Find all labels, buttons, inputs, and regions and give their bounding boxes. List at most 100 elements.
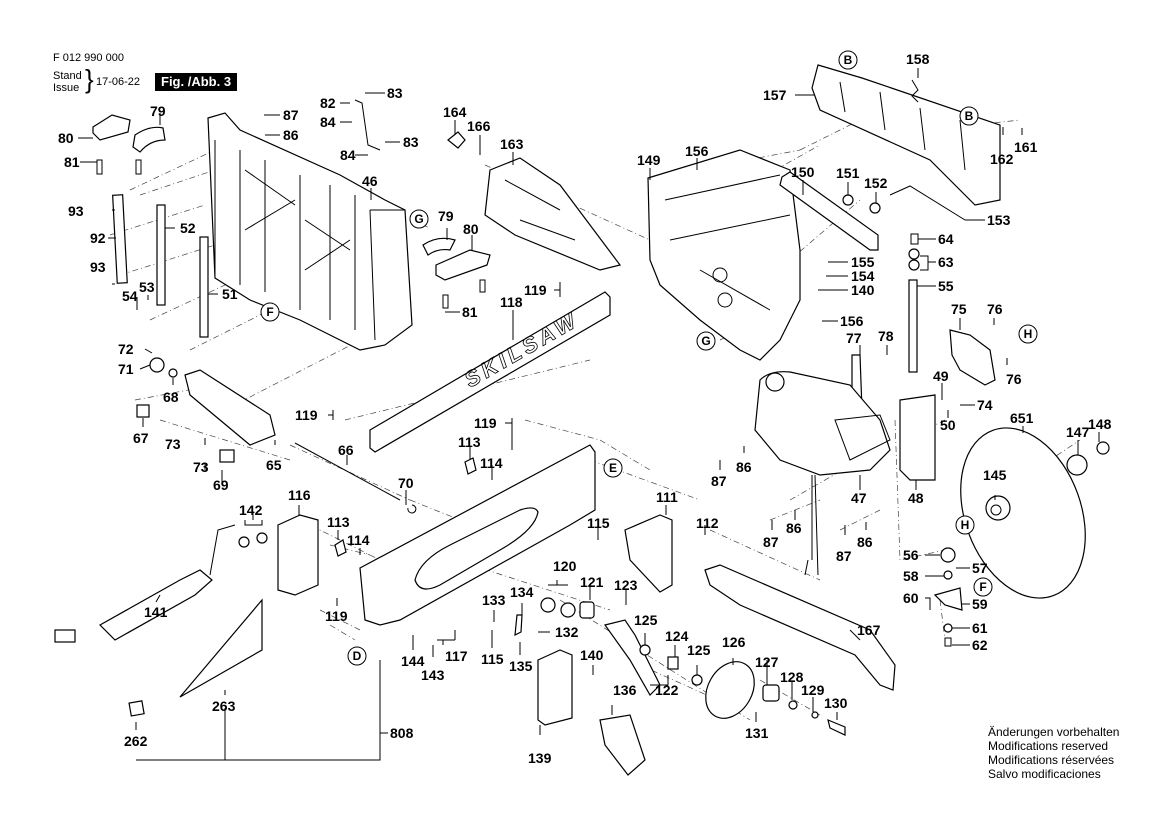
part-label: 131: [745, 725, 769, 741]
part-label: 50: [940, 417, 956, 433]
part-label: 61: [972, 620, 988, 636]
part-label: 132: [555, 624, 579, 640]
part-label: 163: [500, 136, 524, 152]
part-label: 69: [213, 477, 229, 493]
part-label: 79: [438, 208, 454, 224]
part-label: 65: [266, 457, 282, 473]
part-label: 143: [421, 667, 445, 683]
ref-marker-b2: B: [959, 106, 979, 126]
brace-icon: }: [85, 64, 94, 94]
part-label: 52: [180, 220, 196, 236]
part-label: 81: [462, 304, 478, 320]
part-label: 62: [972, 637, 988, 653]
part-label: 141: [144, 604, 168, 620]
part-label: 164: [443, 104, 467, 120]
issue-label: Issue: [53, 82, 80, 94]
leader-lines: [78, 68, 1100, 761]
part-label: 119: [325, 608, 348, 624]
part-label: 56: [903, 547, 919, 563]
ref-marker-f1: F: [260, 302, 280, 322]
ref-marker-e: E: [603, 458, 623, 478]
part-label: 84: [340, 147, 356, 163]
note-line-fr: Modifications réservées: [988, 753, 1115, 767]
part-label: 140: [580, 647, 604, 663]
part-label: 93: [90, 259, 106, 275]
part-label: 86: [283, 127, 299, 143]
svg-text:D: D: [353, 649, 362, 663]
brand-skilsaw-text: SKILSAW: [460, 307, 584, 393]
part-label: 57: [972, 560, 988, 576]
part-label: 86: [736, 459, 752, 475]
part-label: 67: [133, 430, 149, 446]
part-label: 161: [1014, 139, 1038, 155]
part-label: 63: [938, 254, 954, 270]
part-label: 119: [474, 415, 497, 431]
part-label: 77: [846, 330, 862, 346]
stand-label: Stand: [53, 70, 82, 82]
part-label: 120: [553, 558, 577, 574]
part-label: 81: [64, 154, 80, 170]
part-label: 78: [878, 328, 894, 344]
svg-text:F: F: [266, 305, 273, 319]
part-label: 115: [481, 651, 504, 667]
note-line-es: Salvo modificaciones: [988, 767, 1101, 781]
svg-text:F: F: [979, 580, 986, 594]
svg-text:G: G: [414, 212, 423, 226]
part-label: 136: [613, 682, 637, 698]
part-label: 64: [938, 231, 954, 247]
part-labels: 80 79 81 93 92 93 52 54 53 51 87 86 82 8…: [58, 51, 1112, 766]
part-label: 74: [977, 397, 993, 413]
part-outlines: [54, 64, 1110, 776]
part-label: 134: [510, 584, 534, 600]
part-label: 150: [791, 164, 815, 180]
part-label: 53: [139, 279, 155, 295]
side-frame-46: [207, 112, 413, 351]
ref-marker-g1: G: [409, 209, 429, 229]
part-label: 76: [1006, 371, 1022, 387]
part-label: 76: [987, 301, 1003, 317]
part-label: 166: [467, 118, 491, 134]
part-label: 118: [500, 294, 523, 310]
part-label: 149: [637, 152, 661, 168]
part-label: 115: [587, 515, 610, 531]
part-label: 79: [150, 103, 166, 119]
part-label: 144: [401, 653, 425, 669]
part-label: 93: [68, 203, 84, 219]
svg-text:G: G: [701, 334, 710, 348]
part-label: 68: [163, 389, 179, 405]
part-label: 87: [836, 548, 852, 564]
part-label: 73: [193, 459, 209, 475]
part-label: 128: [780, 669, 804, 685]
part-label: 148: [1088, 416, 1112, 432]
part-label: 48: [908, 490, 924, 506]
part-label: 651: [1010, 410, 1034, 426]
svg-text:H: H: [961, 518, 970, 532]
part-label: 263: [212, 698, 236, 714]
ref-marker-d: D: [347, 646, 367, 666]
part-label: 113: [327, 514, 350, 530]
figure-badge: Fig. /Abb. 3: [155, 73, 238, 91]
part-label: 84: [320, 114, 336, 130]
ref-marker-g2: G: [696, 331, 716, 351]
part-label: 142: [239, 502, 263, 518]
part-label: 167: [857, 622, 881, 638]
part-label: 60: [903, 590, 919, 606]
part-label: 87: [711, 473, 727, 489]
part-label: 86: [786, 520, 802, 536]
part-label: 125: [687, 642, 711, 658]
part-label: 87: [283, 107, 299, 123]
part-label: 83: [403, 134, 419, 150]
part-label: 126: [722, 634, 746, 650]
part-label: 154: [851, 268, 875, 284]
part-label: 808: [390, 725, 414, 741]
part-label: 80: [463, 221, 479, 237]
part-label: 116: [288, 487, 311, 503]
part-label: 114: [347, 532, 370, 548]
part-label: 87: [763, 534, 779, 550]
part-label: 75: [951, 301, 967, 317]
part-label: 58: [903, 568, 919, 584]
part-label: 73: [165, 436, 181, 452]
part-label: 46: [362, 173, 378, 189]
ref-marker-h1: H: [1018, 324, 1038, 344]
